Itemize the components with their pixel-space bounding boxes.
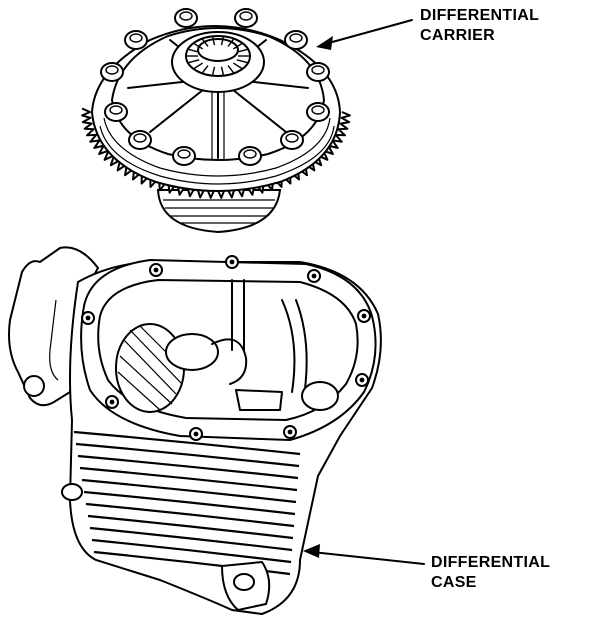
case-rim-bolts [81,255,371,441]
case-bolt [355,373,369,387]
case-opening [97,279,359,421]
differential-case-label: DIFFERENTIAL CASE [431,553,550,593]
case-bolt [357,309,371,323]
case-bolt [189,427,203,441]
carrier-leader-line [316,19,413,50]
carrier-bolt [100,62,124,82]
carrier-bolts [100,8,330,166]
case-bolt [307,269,321,283]
case-mount-boss [61,483,271,612]
case-side-flange [8,246,100,407]
carrier-bolt [128,130,152,150]
case-label-line2: CASE [431,574,477,591]
carrier-bolt [238,146,262,166]
carrier-bolt [174,8,198,28]
differential-carrier [81,8,351,234]
axle-bore [197,38,239,62]
case-bolt [105,395,119,409]
case-internal-gear [115,279,339,413]
case-bolt [283,425,297,439]
differential-case [8,246,382,616]
carrier-bolt [234,8,258,28]
carrier-bearing-hub [156,189,282,234]
carrier-bolt [172,146,196,166]
carrier-bolt [306,62,330,82]
differential-carrier-label: DIFFERENTIAL CARRIER [420,6,539,46]
case-bolt [149,263,163,277]
carrier-label-line1: DIFFERENTIAL [420,7,540,24]
case-cooling-fins [73,430,301,576]
carrier-bolt [306,102,330,122]
case-bolt [225,255,239,269]
hub-knurl [163,199,275,224]
case-label-line1: DIFFERENTIAL [431,554,551,571]
case-leader-line [303,544,425,565]
carrier-bolt [280,130,304,150]
case-bolt [81,311,95,325]
carrier-label-line2: CARRIER [420,27,495,44]
carrier-bolt [284,30,308,50]
carrier-bolt [124,30,148,50]
carrier-bolt [104,102,128,122]
carrier-ribs [127,39,309,160]
hub-spline [186,36,250,76]
